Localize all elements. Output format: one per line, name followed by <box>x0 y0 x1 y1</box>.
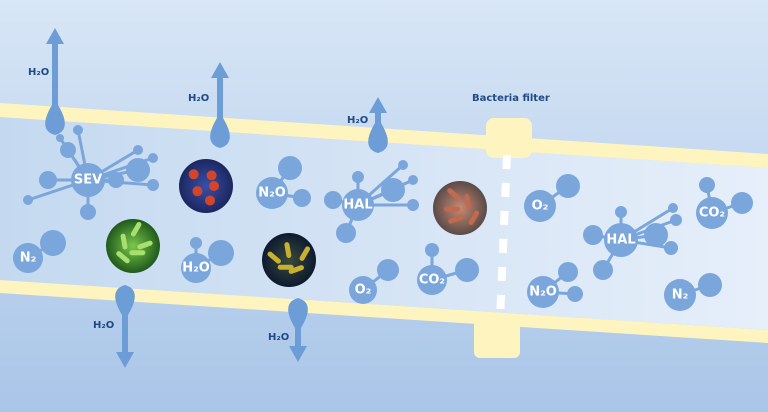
yellow-rod-bacteria-image <box>262 233 316 287</box>
red-rod-bacteria-image <box>433 181 487 235</box>
molecule-label: O₂ <box>355 283 372 298</box>
red-blood-cells-image <box>179 159 233 213</box>
molecule: SEV <box>23 125 159 220</box>
filter-label: Bacteria filter <box>472 93 550 104</box>
molecule-label: CO₂ <box>699 206 725 221</box>
molecule: N₂O <box>527 262 583 308</box>
molecule-label: CO₂ <box>419 273 445 288</box>
vapor-out-arrow <box>210 62 230 148</box>
vapor-down-arrow <box>115 285 135 368</box>
molecule-label: HAL <box>343 198 372 213</box>
molecule-label: N₂O <box>529 285 557 300</box>
h2o-label: H₂O <box>93 320 114 331</box>
molecule-label: HAL <box>606 233 635 248</box>
molecule: N₂O <box>256 156 311 209</box>
tube-bottom-wall <box>0 280 768 343</box>
molecule: CO₂ <box>417 243 479 295</box>
molecule: HAL <box>583 203 682 280</box>
molecule-label: O₂ <box>532 199 549 214</box>
vapor-out-arrow <box>45 28 65 135</box>
h2o-label: H₂O <box>188 93 209 104</box>
molecule: O₂ <box>524 174 580 222</box>
h2o-label: H₂O <box>347 115 368 126</box>
molecule: O₂ <box>349 259 399 304</box>
green-bacteria-image <box>106 219 160 273</box>
molecule: N₂ <box>664 273 722 311</box>
molecule-label: H₂O <box>182 261 210 276</box>
h2o-label: H₂O <box>268 332 289 343</box>
molecule-label: SEV <box>74 173 102 188</box>
molecule-label: N₂ <box>672 288 689 303</box>
vapor-down-arrow <box>288 298 308 362</box>
molecule: HAL <box>324 160 419 243</box>
vapor-out-arrow <box>368 97 388 153</box>
molecule-label: N₂ <box>20 251 37 266</box>
molecule: N₂ <box>13 230 66 273</box>
molecule: CO₂ <box>696 177 753 229</box>
filter-bottom-housing <box>474 318 520 358</box>
molecule: H₂O <box>181 237 234 283</box>
molecule-label: N₂O <box>258 186 286 201</box>
h2o-label: H₂O <box>28 67 49 78</box>
filter-top-housing <box>486 118 532 158</box>
